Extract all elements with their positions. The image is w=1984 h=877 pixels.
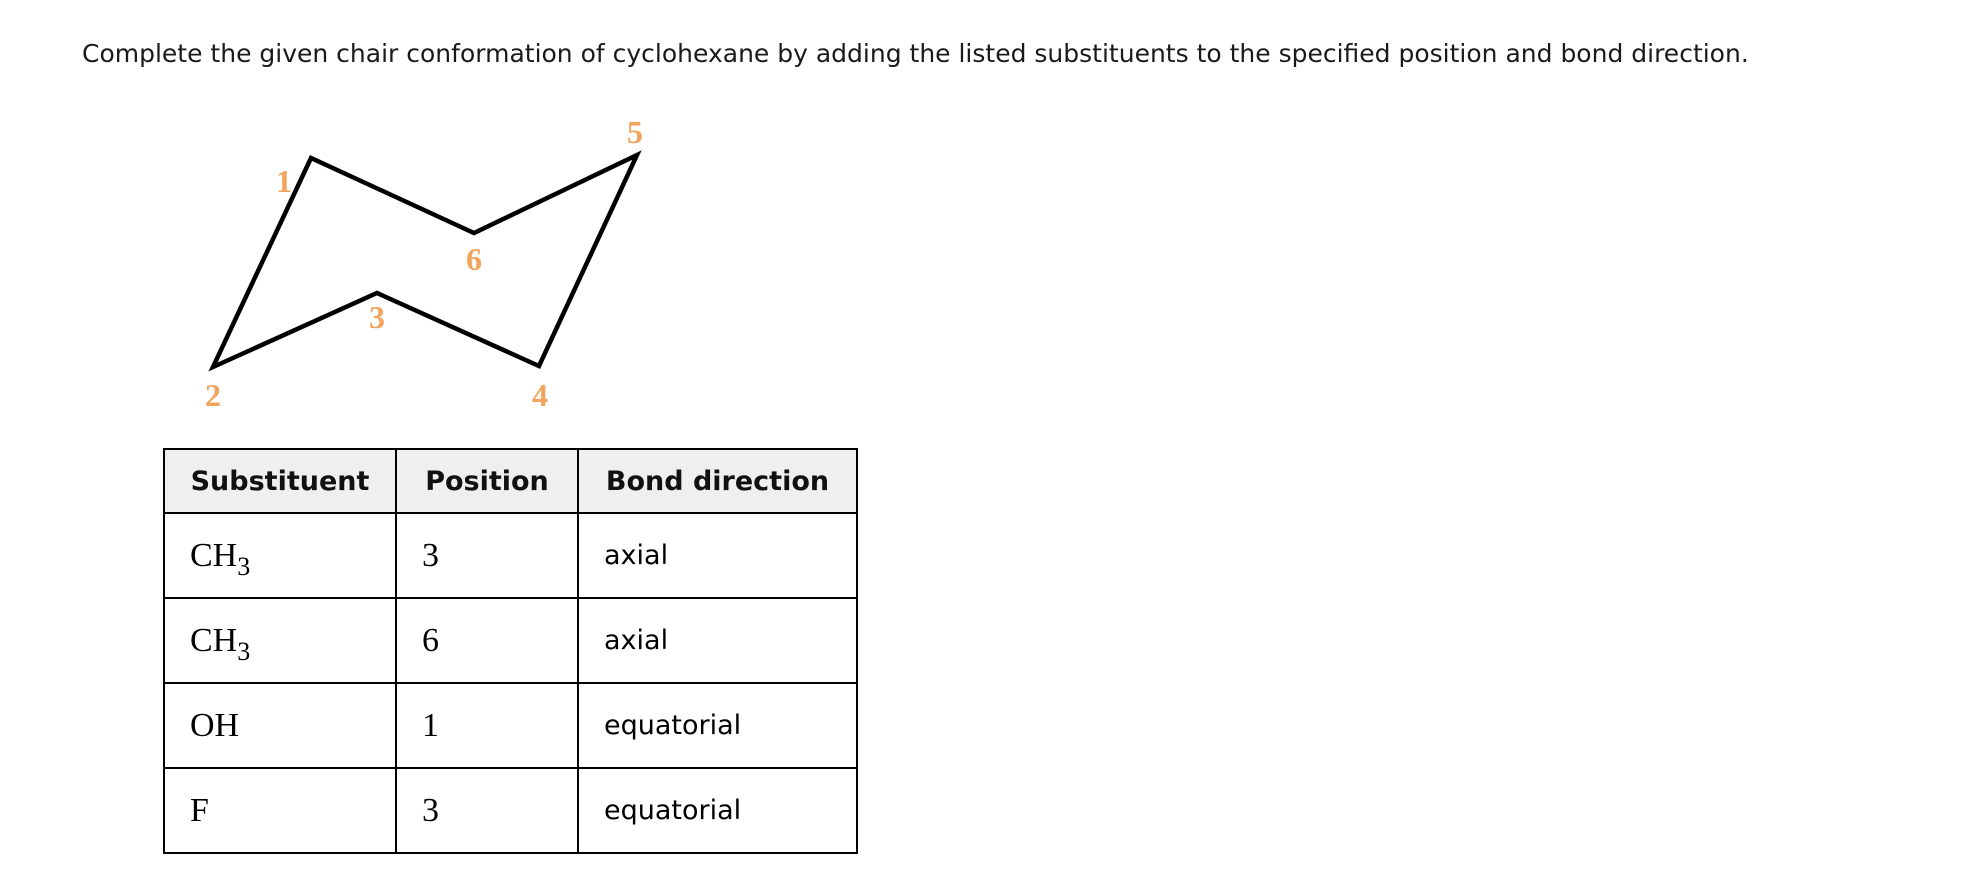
- table-header-row: Substituent Position Bond direction: [163, 448, 858, 514]
- substituent-formula: CH3: [190, 536, 250, 580]
- substituent-cell: CH3: [163, 597, 397, 684]
- position-cell: 3: [395, 767, 579, 854]
- bond-direction-value: equatorial: [604, 710, 742, 741]
- ring-position-label-2: 2: [205, 377, 221, 413]
- substituent-formula: OH: [190, 707, 239, 744]
- chair-ring-bonds: [208, 150, 642, 372]
- table-row: CH3 6 axial: [163, 597, 858, 684]
- formula-main: OH: [190, 706, 240, 744]
- position-number: 3: [422, 791, 439, 829]
- bond-direction-cell: equatorial: [577, 767, 858, 854]
- formula-main: F: [190, 791, 209, 829]
- substituent-cell: CH3: [163, 512, 397, 599]
- bond-direction-cell: equatorial: [577, 682, 858, 769]
- formula-subscript: 3: [237, 551, 251, 581]
- ring-position-label-5: 5: [627, 114, 643, 150]
- page-title: Complete the given chair conformation of…: [82, 39, 1749, 68]
- position-number: 3: [422, 536, 439, 574]
- ring-position-label-4: 4: [532, 377, 548, 413]
- position-cell: 1: [395, 682, 579, 769]
- substituent-formula: CH3: [190, 621, 250, 665]
- table-row: OH 1 equatorial: [163, 682, 858, 769]
- substituent-cell: OH: [163, 682, 397, 769]
- ring-position-label-1: 1: [276, 163, 292, 199]
- ring-position-label-3: 3: [369, 299, 385, 335]
- formula-main: CH: [190, 536, 238, 574]
- bond-direction-value: axial: [604, 625, 669, 656]
- substituent-cell: F: [163, 767, 397, 854]
- position-number: 1: [422, 706, 439, 744]
- bond-direction-value: axial: [604, 540, 669, 571]
- position-cell: 3: [395, 512, 579, 599]
- header-substituent: Substituent: [163, 448, 397, 514]
- table-row: CH3 3 axial: [163, 512, 858, 599]
- table-row: F 3 equatorial: [163, 767, 858, 854]
- bond-direction-cell: axial: [577, 512, 858, 599]
- position-number: 6: [422, 621, 439, 659]
- ring-position-label-6: 6: [466, 241, 482, 277]
- formula-main: CH: [190, 621, 238, 659]
- substituent-formula: F: [190, 792, 209, 829]
- bond-direction-value: equatorial: [604, 795, 742, 826]
- cyclohexane-chair-diagram: 1 2 3 4 5 6: [205, 114, 643, 413]
- formula-subscript: 3: [237, 636, 251, 666]
- header-position: Position: [395, 448, 579, 514]
- position-cell: 6: [395, 597, 579, 684]
- bond-direction-cell: axial: [577, 597, 858, 684]
- header-bond-direction: Bond direction: [577, 448, 858, 514]
- substituents-table: Substituent Position Bond direction CH3 …: [163, 448, 858, 854]
